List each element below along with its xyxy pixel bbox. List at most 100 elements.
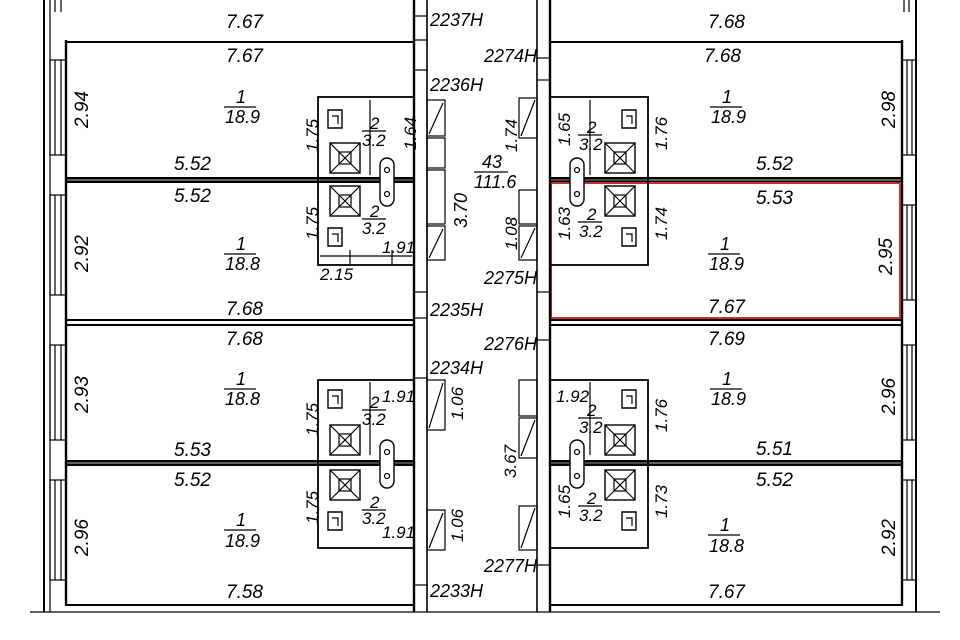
wet-lb-dim-h1: 1.91 xyxy=(382,387,415,406)
unit-label-2237h: 2237H xyxy=(429,10,484,30)
wet-lb-code1-den: 3.2 xyxy=(362,410,386,429)
wet-rt-code2-num: 2 xyxy=(586,205,597,224)
wet-lb-dim-h2: 1.91 xyxy=(382,523,415,542)
room-r2-code-num: 1 xyxy=(720,234,730,254)
room-r2-top-dim: 5.53 xyxy=(756,188,793,209)
room-r3-side-dim: 2.96 xyxy=(879,378,900,416)
wet-rt-dim-v4: 1.08 xyxy=(502,216,521,250)
room-r3-top-dim: 7.69 xyxy=(708,329,745,350)
room-l4-side-dim: 2.96 xyxy=(72,519,93,557)
room-l2-code-num: 1 xyxy=(236,234,246,254)
unit-label-2276h: 2276H xyxy=(483,334,538,354)
wet-lt-dim-v2: 1.64 xyxy=(401,117,420,150)
room-r1b-top-dim: 5.52 xyxy=(756,154,793,175)
wet-rb-code1-num: 2 xyxy=(586,401,597,420)
wet-core-left-top xyxy=(317,96,415,266)
wet-core-right-top xyxy=(549,96,649,266)
wet-rt-dim-v5: 1.63 xyxy=(555,206,574,240)
room-r1-code-den: 18.9 xyxy=(711,107,746,127)
unit-label-2277h: 2277H xyxy=(483,556,538,576)
room-l3-code-num: 1 xyxy=(236,369,246,389)
wet-rt-code1-num: 2 xyxy=(586,118,597,137)
right-facade xyxy=(900,0,917,612)
room-r4-code-num: 1 xyxy=(720,515,730,535)
wet-rt-dim-v2: 1.65 xyxy=(555,112,574,146)
room-l1-bottom-dim: 7.67 xyxy=(226,46,264,67)
room-r2-bottom-dim: 7.67 xyxy=(708,297,746,318)
wet-rt-dim-v6: 1.74 xyxy=(652,207,671,240)
room-l1-code-den: 18.9 xyxy=(225,107,260,127)
left-facade xyxy=(43,0,68,612)
room-l2-code-den: 18.8 xyxy=(225,254,260,274)
wet-lt-dim-v1: 1.75 xyxy=(303,118,322,152)
unit-label-2235h: 2235H xyxy=(429,300,484,320)
wet-lb-code2-num: 2 xyxy=(369,493,380,512)
corridor-code-den: 111.6 xyxy=(474,172,517,192)
room-r3-bottom-dim: 5.51 xyxy=(756,439,793,460)
wet-rt-code2-den: 3.2 xyxy=(579,222,603,241)
room-l4-code-num: 1 xyxy=(236,510,246,530)
room-l3-side-dim: 2.93 xyxy=(72,376,93,414)
room-l2-top-dim: 5.52 xyxy=(174,186,211,207)
room-r1-code-num: 1 xyxy=(722,87,732,107)
wet-lt-code2-den: 3.2 xyxy=(362,219,386,238)
unit-label-2275h: 2275H xyxy=(483,268,538,288)
room-r4-side-dim: 2.92 xyxy=(879,519,900,557)
room-r2-side-dim: 2.95 xyxy=(876,238,897,276)
room-l3-top-dim: 7.68 xyxy=(226,329,263,350)
wet-lb-dim-w2: 1.06 xyxy=(448,508,467,542)
room-r4-top-dim: 5.52 xyxy=(756,470,793,491)
room-r3-code-num: 1 xyxy=(722,369,732,389)
corridor-cabinets xyxy=(426,97,538,551)
wet-rt-dim-v3: 1.76 xyxy=(652,116,671,150)
wet-lt-dim-h2: 2.15 xyxy=(319,265,354,284)
room-l1-top-dim: 7.67 xyxy=(226,12,264,33)
wet-rb-corridor-dim: 3.67 xyxy=(501,444,520,478)
wet-rb-code1-den: 3.2 xyxy=(579,418,603,437)
room-r1-top-dim: 7.68 xyxy=(708,12,745,33)
wet-lt-code1-num: 2 xyxy=(369,114,380,133)
wet-rb-dim-v1: 1.76 xyxy=(652,398,671,432)
wet-rt-code1-den: 3.2 xyxy=(579,135,603,154)
wet-lt-dim-h1: 1.91 xyxy=(382,238,415,257)
room-r4-bottom-dim: 7.67 xyxy=(708,582,746,603)
room-l4-bottom-dim: 7.58 xyxy=(226,582,263,603)
room-l1-side-dim: 2.94 xyxy=(72,91,93,129)
corridor-code-num: 43 xyxy=(482,152,502,172)
room-l1b-top-dim: 5.52 xyxy=(174,154,211,175)
room-r3-code-den: 18.9 xyxy=(711,389,746,409)
room-l2-bottom-dim: 7.68 xyxy=(226,299,263,320)
unit-label-2234h: 2234H xyxy=(429,358,484,378)
wet-lb-dim-v1: 1.75 xyxy=(303,402,322,436)
wet-rb-dim-v3: 1.73 xyxy=(652,484,671,518)
wet-rt-dim-v1: 1.74 xyxy=(502,119,521,152)
wet-core-right-bottom xyxy=(549,379,649,549)
room-l3-bottom-dim: 5.53 xyxy=(174,440,211,461)
wet-lb-code1-num: 2 xyxy=(369,393,380,412)
unit-label-2233h: 2233H xyxy=(429,581,484,601)
room-r2-code-den: 18.9 xyxy=(709,254,744,274)
room-l2-side-dim: 2.92 xyxy=(72,235,93,273)
wet-rb-dim-v2: 1.65 xyxy=(555,484,574,518)
room-r1-bottom-dim: 7.68 xyxy=(704,46,741,67)
wet-rb-code2-den: 3.2 xyxy=(579,506,603,525)
room-l4-top-dim: 5.52 xyxy=(174,470,211,491)
room-r4-code-den: 18.8 xyxy=(709,536,744,556)
fraction-bars xyxy=(224,106,742,536)
wet-lb-code2-den: 3.2 xyxy=(362,509,386,528)
room-r1-side-dim: 2.98 xyxy=(879,91,900,129)
wet-lb-dim-w1: 1.06 xyxy=(448,386,467,420)
room-l3-code-den: 18.8 xyxy=(225,389,260,409)
wet-rb-code2-num: 2 xyxy=(586,489,597,508)
wet-lt-dim-v3: 1.75 xyxy=(303,206,322,240)
room-l1-code-num: 1 xyxy=(236,87,246,107)
unit-label-2236h: 2236H xyxy=(429,75,484,95)
wet-core-left-bottom xyxy=(317,379,415,549)
unit-label-2274h: 2274H xyxy=(483,46,538,66)
wet-lt-code1-den: 3.2 xyxy=(362,131,386,150)
wet-lb-dim-v2: 1.75 xyxy=(303,490,322,524)
corridor-dim-vertical: 3.70 xyxy=(451,193,471,228)
wet-rb-dim-h1: 1.92 xyxy=(556,387,590,406)
room-l4-code-den: 18.9 xyxy=(225,531,260,551)
